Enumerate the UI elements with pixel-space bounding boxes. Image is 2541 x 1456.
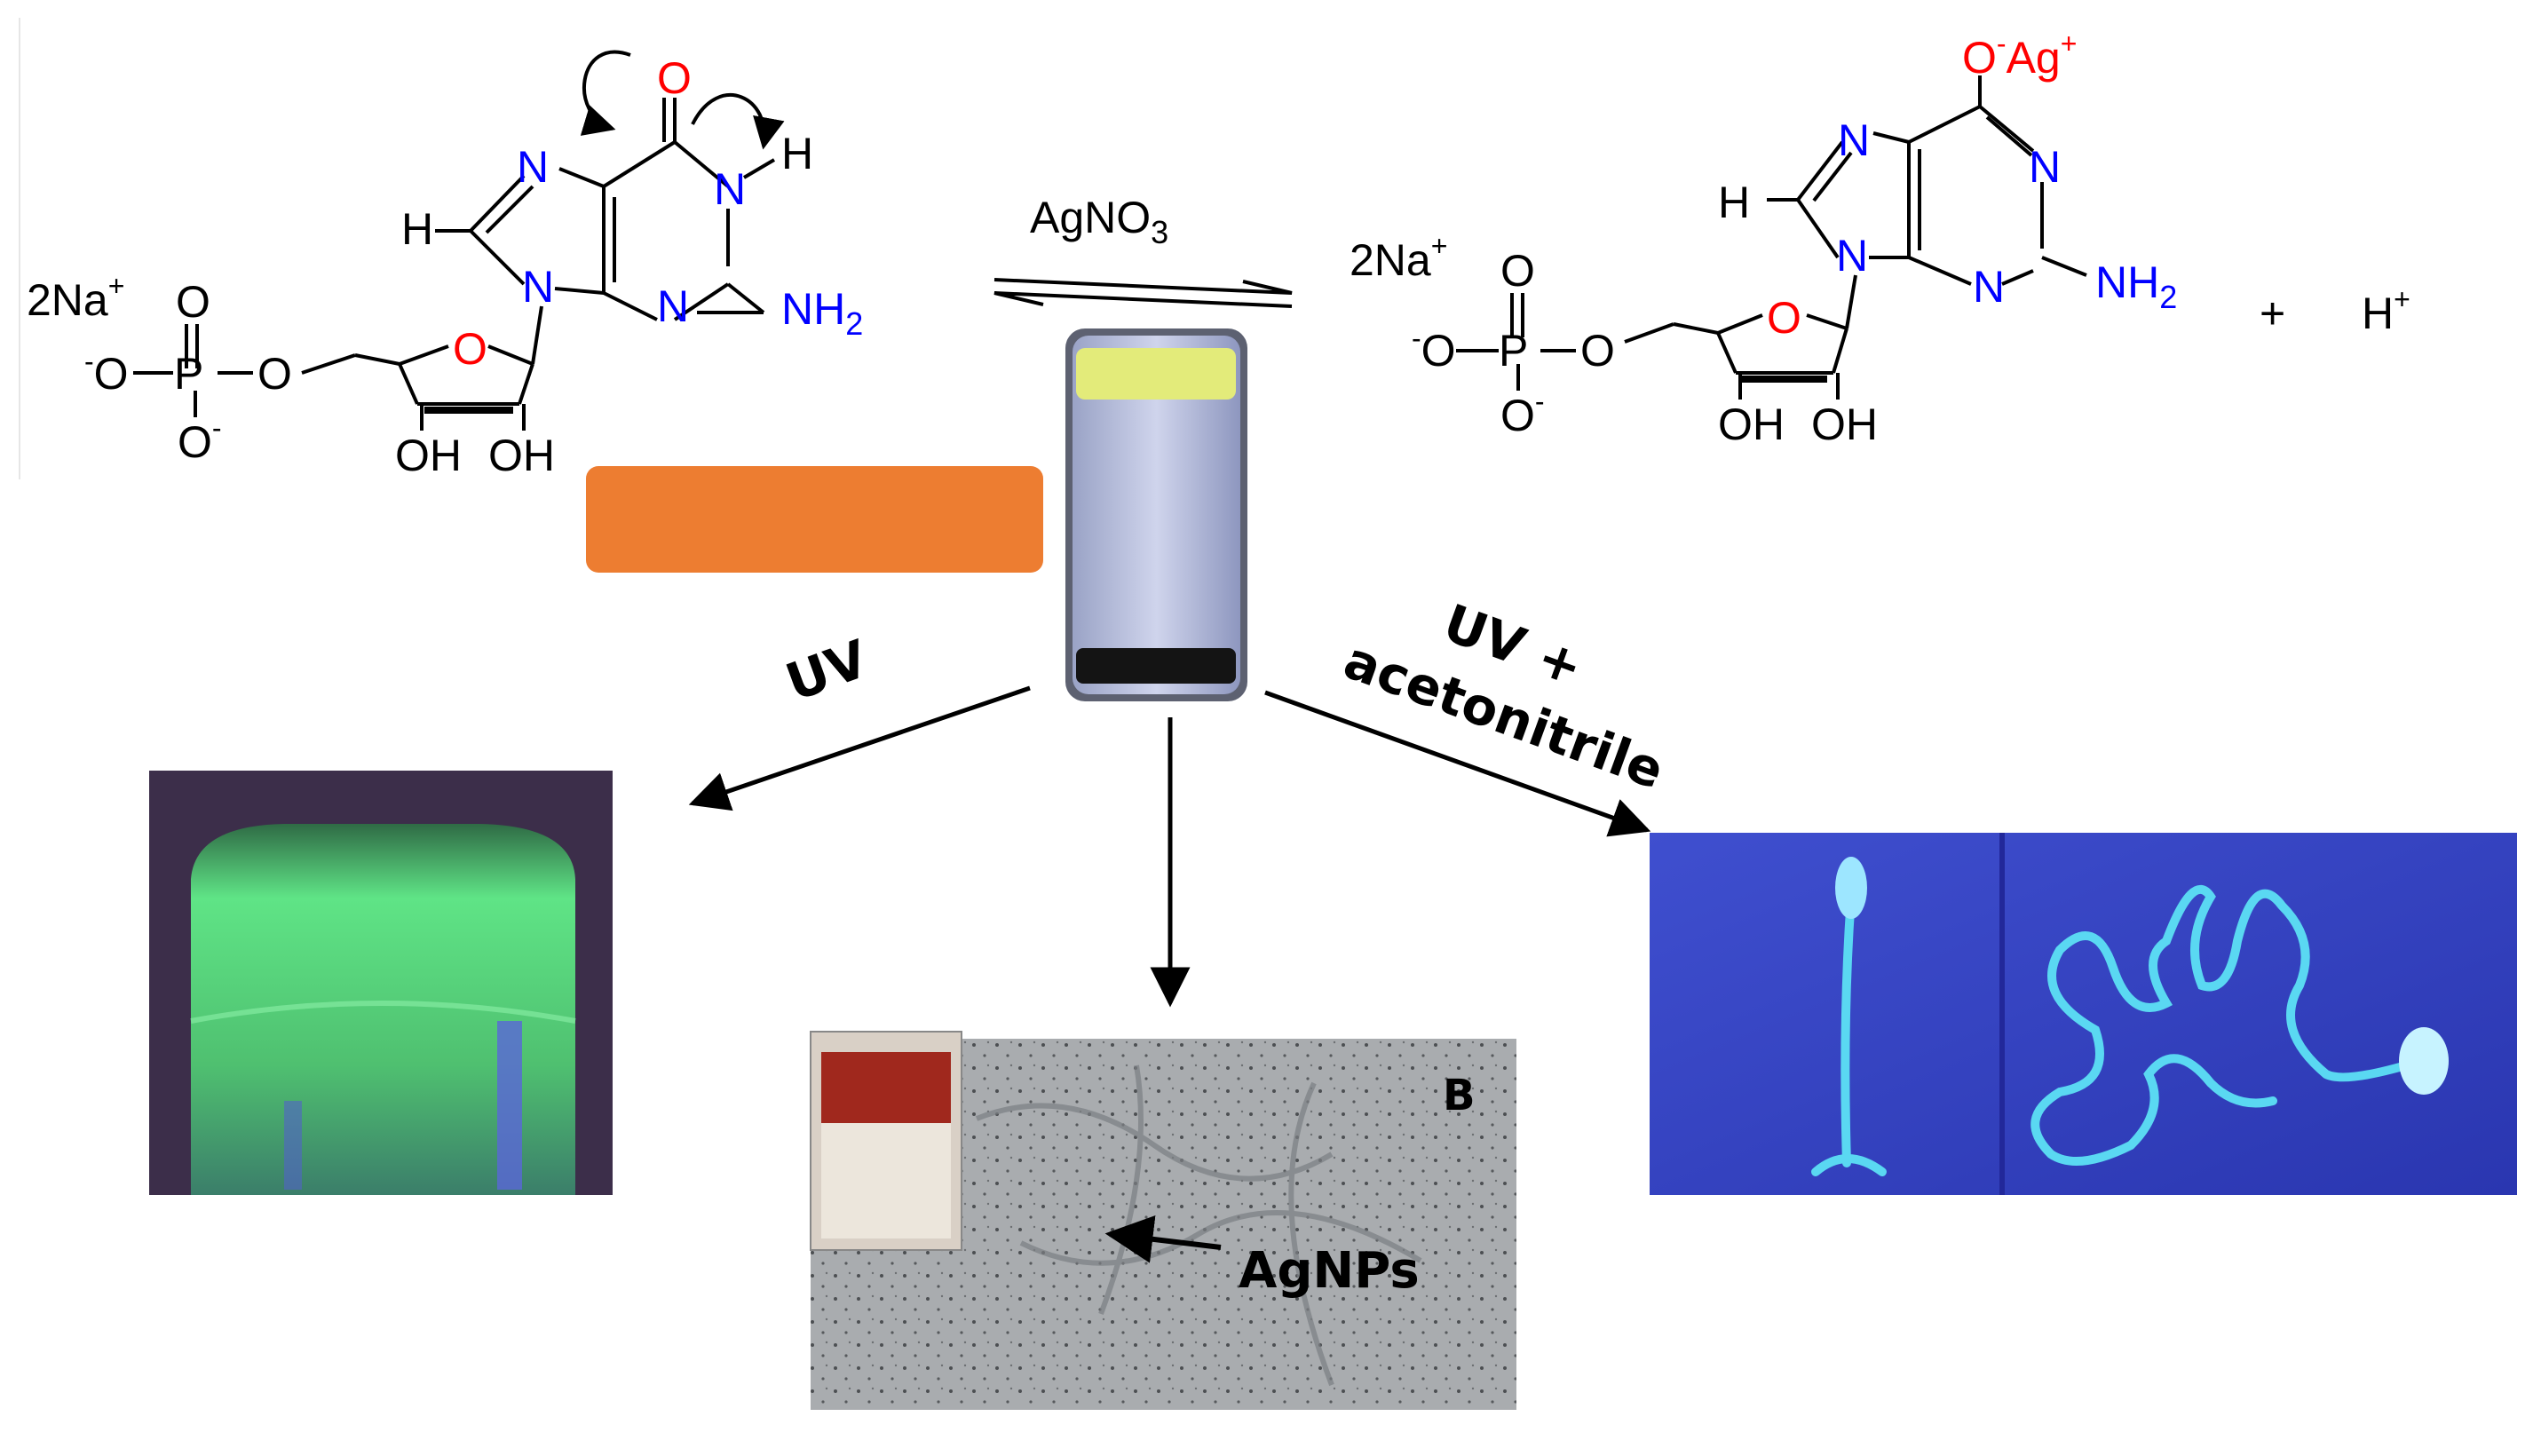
reagent-label: AgNO3 xyxy=(1030,193,1168,250)
blue-fluorescence-photo xyxy=(1650,833,2517,1195)
highlight-box xyxy=(586,466,1043,573)
label-agnps: AgNPs xyxy=(1239,1242,1420,1300)
product-hydroxyl-left: OH xyxy=(1718,400,1785,449)
product-c8-h: H xyxy=(1718,178,1750,227)
product-ring-o: O xyxy=(1767,293,1801,343)
reactant-n1-h: H xyxy=(781,129,813,178)
reactant-amine: NH2 xyxy=(781,284,863,342)
reactant-hydroxyl-left: OH xyxy=(395,431,462,480)
label-uv: UV xyxy=(779,629,876,713)
product-n1: N xyxy=(2029,142,2061,192)
product-phosphate-p: P xyxy=(1499,326,1528,376)
reactant-phosphate-o-bottom: O- xyxy=(178,412,222,467)
reactant-n9: N xyxy=(522,262,554,312)
product-phosphate-o-top: O xyxy=(1500,246,1535,296)
product-counter-ion: 2Na+ xyxy=(1350,230,1447,285)
product-n7: N xyxy=(1838,115,1870,165)
reactant-c8-h: H xyxy=(401,204,433,254)
reactant-phosphate-o-ester: O xyxy=(257,349,292,399)
product-n3: N xyxy=(1973,262,2005,312)
product-n9: N xyxy=(1836,231,1868,281)
reactant-phosphate-o-left: -O xyxy=(84,345,129,399)
product-molecule: O-Ag+ N N N N H NH2 O OH OH xyxy=(1350,28,2177,449)
electron-push-arrow-left xyxy=(580,50,631,136)
reactant-molecule: N N H N N H O NH2 O OH OH xyxy=(19,18,863,480)
product-amine: NH2 xyxy=(2095,257,2177,315)
equilibrium-arrows xyxy=(993,278,1293,308)
product-o-minus: O-Ag+ xyxy=(1962,28,2077,83)
proton-label: H+ xyxy=(2362,283,2410,338)
plus-sign: + xyxy=(2260,289,2285,338)
product-hydroxyl-right: OH xyxy=(1811,400,1878,449)
reactant-n7: N xyxy=(517,142,549,192)
central-vial-photo xyxy=(1065,328,1247,701)
panel-letter-b: B xyxy=(1443,1071,1476,1120)
reactant-phosphate-o-top: O xyxy=(176,277,210,327)
reactant-n3: N xyxy=(657,281,689,331)
reactant-hydroxyl-right: OH xyxy=(488,431,555,480)
product-phosphate-o-left: -O xyxy=(1412,322,1456,376)
reactant-counter-ion: 2Na+ xyxy=(27,270,124,325)
reactant-ring-o: O xyxy=(453,324,487,374)
reactant-n1: N xyxy=(714,164,746,214)
tem-image-photo xyxy=(810,1031,1516,1410)
reactant-phosphate-p: P xyxy=(174,349,203,399)
electron-push-arrow-right xyxy=(691,93,785,150)
arrow-uv-acetonitrile xyxy=(1264,690,1651,837)
arrow-uv xyxy=(688,685,1031,811)
reactant-carbonyl-o: O xyxy=(657,53,692,103)
product-phosphate-o-bottom: O- xyxy=(1500,385,1545,440)
green-fluorescence-photo xyxy=(149,771,613,1195)
arrow-agnps xyxy=(1104,1215,1222,1263)
product-phosphate-o-ester: O xyxy=(1580,326,1615,376)
